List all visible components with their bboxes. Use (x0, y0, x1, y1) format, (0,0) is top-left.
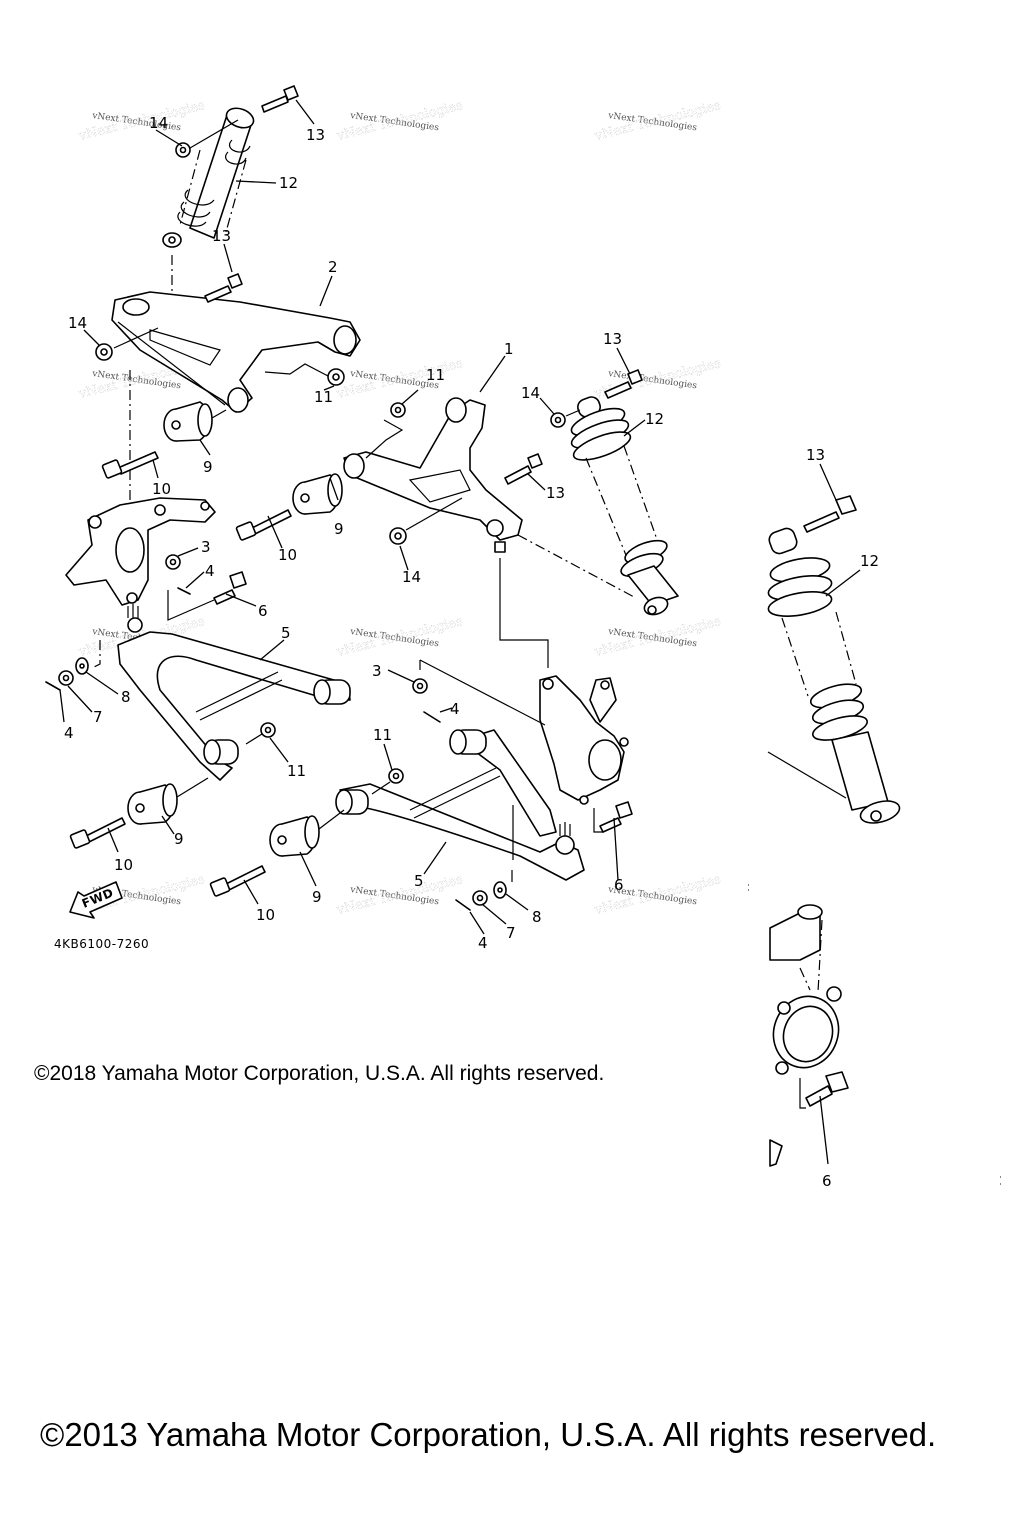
nut-11-lower-left[interactable] (260, 722, 276, 738)
steering-knuckle-detail[interactable] (764, 904, 849, 1167)
callout-nut-14[interactable]: 14 (521, 384, 540, 402)
upper-arm-left[interactable] (111, 291, 361, 413)
callout-nut-7[interactable]: 7 (93, 708, 103, 726)
bolt-6-detail[interactable] (805, 1071, 849, 1107)
callout-bolt-6[interactable]: 6 (258, 602, 268, 620)
bolt-10-upper-right[interactable] (235, 509, 292, 541)
bolt-6-right[interactable] (599, 801, 633, 833)
callout-bolt-13-detail[interactable]: 13 (806, 446, 825, 464)
callout-nut-11[interactable]: 11 (373, 726, 392, 744)
callout-bolt-13[interactable]: 13 (603, 330, 622, 348)
callout-bushing-9[interactable]: 9 (312, 888, 322, 906)
callout-bushing-9[interactable]: 9 (174, 830, 184, 848)
shock-absorber-left[interactable] (162, 105, 256, 248)
callout-castle-nut-3[interactable]: 3 (201, 538, 211, 556)
copyright-footer: ©2013 Yamaha Motor Corporation, U.S.A. A… (40, 1416, 937, 1453)
callout-nut-11[interactable]: 11 (314, 388, 333, 406)
callout-bolt-10[interactable]: 10 (278, 546, 297, 564)
callout-bolt-6-detail[interactable]: 6 (822, 1172, 832, 1190)
nut-7-right[interactable] (472, 890, 488, 906)
callout-bolt-10[interactable]: 10 (114, 856, 133, 874)
bushing-9-upper-left[interactable] (163, 401, 213, 442)
castle-nut-3-left[interactable] (165, 554, 181, 570)
callout-bolt-13[interactable]: 13 (212, 227, 231, 245)
callout-labels: 13 14 12 13 2 14 11 11 9 10 1 14 13 12 1… (64, 114, 879, 1190)
washer-8-left[interactable] (75, 657, 89, 675)
nut-14-arm-right[interactable] (389, 527, 407, 545)
lower-arm-right[interactable] (335, 729, 585, 881)
nut-14-shock-right[interactable] (550, 412, 566, 428)
callout-cotter-pin-4[interactable]: 4 (64, 724, 74, 742)
cotter-pin-4-upper-left[interactable] (177, 587, 191, 595)
callout-bolt-10[interactable]: 10 (256, 906, 275, 924)
callout-bushing-9[interactable]: 9 (334, 520, 344, 538)
steering-knuckle-right[interactable] (539, 675, 629, 805)
callout-nut-7[interactable]: 7 (506, 924, 516, 942)
callout-upper-arm-1[interactable]: 1 (504, 340, 514, 358)
callout-bolt-10[interactable]: 10 (152, 480, 171, 498)
nut-11-lower-right[interactable] (388, 768, 404, 784)
bolt-10-lower-right[interactable] (209, 865, 266, 897)
shock-absorber-detail[interactable] (767, 526, 902, 827)
callout-nut-11[interactable]: 11 (287, 762, 306, 780)
steering-knuckle-left[interactable] (65, 497, 216, 606)
nut-14-top-left[interactable] (175, 142, 191, 158)
bolt-13-arm-right[interactable] (504, 453, 543, 485)
nut-11-upper-left[interactable] (327, 368, 345, 386)
callout-bolt-13[interactable]: 13 (546, 484, 565, 502)
callout-cotter-pin-4[interactable]: 4 (450, 700, 460, 718)
callout-upper-arm-2[interactable]: 2 (328, 258, 338, 276)
callout-washer-8[interactable]: 8 (121, 688, 131, 706)
cotter-pin-4-lower-right[interactable] (455, 899, 471, 911)
castle-nut-3-right[interactable] (412, 678, 428, 694)
nut-7-left[interactable] (58, 670, 74, 686)
bolt-13-detail[interactable] (803, 495, 857, 533)
callout-lower-arm-5[interactable]: 5 (281, 624, 291, 642)
bolt-13-arm-left[interactable] (204, 273, 243, 303)
leader-lines (59, 99, 861, 1165)
bolt-13-shock-right[interactable] (604, 369, 643, 399)
diagram-code: 4KB6100-7260 (54, 937, 149, 951)
nut-14-arm-left[interactable] (95, 343, 113, 361)
callout-castle-nut-3[interactable]: 3 (372, 662, 382, 680)
bushing-9-lower-right[interactable] (269, 815, 320, 857)
callout-cotter-pin-4[interactable]: 4 (205, 562, 215, 580)
callout-bolt-6[interactable]: 6 (614, 876, 624, 894)
callout-bolt-13[interactable]: 13 (306, 126, 325, 144)
bolt-10-lower-left[interactable] (69, 817, 126, 849)
callout-shock-12[interactable]: 12 (279, 174, 298, 192)
callout-washer-8[interactable]: 8 (532, 908, 542, 926)
speck-marks (748, 884, 1001, 1185)
shock-absorber-right[interactable] (568, 395, 679, 618)
nut-11-upper-right[interactable] (390, 402, 406, 418)
bolt-13-top-left[interactable] (261, 85, 299, 113)
bolt-6-left[interactable] (213, 571, 247, 605)
callout-nut-14[interactable]: 14 (68, 314, 87, 332)
cotter-pin-4-lower-left[interactable] (45, 681, 61, 691)
upper-arm-right[interactable] (343, 397, 523, 553)
callout-lower-arm-5[interactable]: 5 (414, 872, 424, 890)
bushing-9-upper-right[interactable] (292, 473, 343, 515)
bushing-9-lower-left[interactable] (127, 783, 178, 825)
bolt-10-upper-left[interactable] (101, 451, 159, 479)
callout-nut-14[interactable]: 14 (149, 114, 168, 132)
callout-shock-12-detail[interactable]: 12 (860, 552, 879, 570)
callout-nut-14[interactable]: 14 (402, 568, 421, 586)
callout-nut-11[interactable]: 11 (426, 366, 445, 384)
washer-8-right[interactable] (493, 881, 507, 899)
callout-bushing-9[interactable]: 9 (203, 458, 213, 476)
cotter-pin-4-upper-right[interactable] (423, 711, 441, 723)
lower-arm-left[interactable] (117, 604, 351, 781)
copyright-inline: ©2018 Yamaha Motor Corporation, U.S.A. A… (34, 1062, 605, 1085)
callout-shock-12[interactable]: 12 (645, 410, 664, 428)
callout-cotter-pin-4[interactable]: 4 (478, 934, 488, 952)
